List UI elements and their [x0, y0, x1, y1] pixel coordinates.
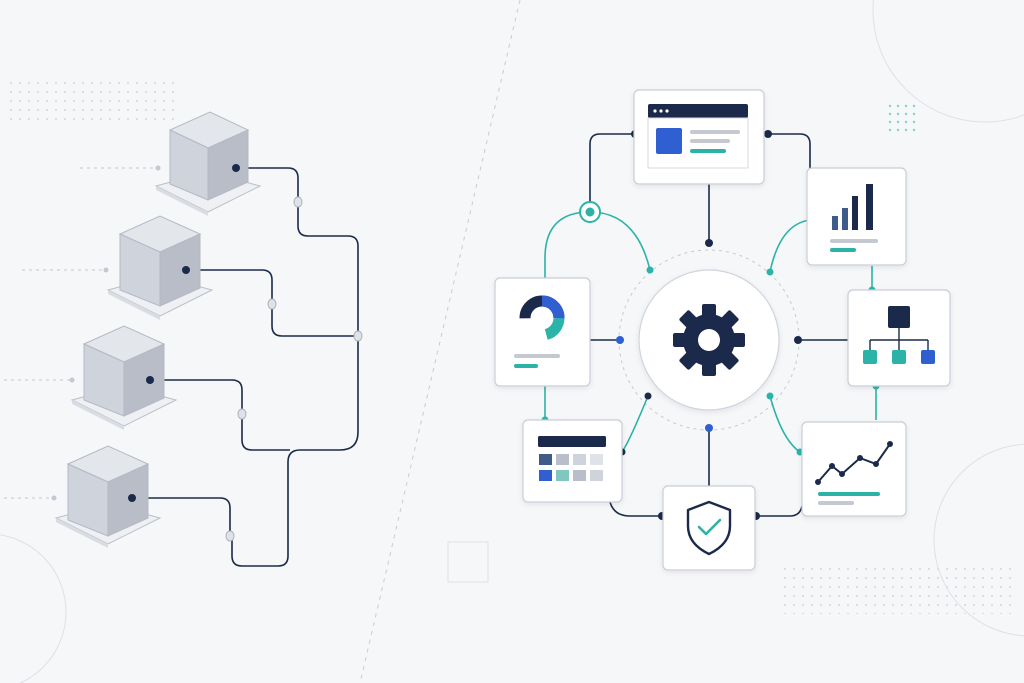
connection-junctions — [225, 196, 363, 542]
donut-chart-icon — [514, 295, 565, 368]
hub — [638, 269, 780, 411]
bar-chart-icon — [830, 184, 878, 252]
deco-circle-bottom-left — [0, 534, 67, 683]
dot-grid-top-left — [4, 76, 176, 124]
card-line-chart — [801, 421, 907, 517]
card-donut-chart — [494, 277, 591, 387]
source-dashes — [4, 167, 156, 499]
teal-junction-node — [579, 201, 601, 223]
browser-window-icon — [647, 104, 749, 169]
card-security — [662, 485, 756, 571]
deco-circle-right — [933, 443, 1024, 637]
gear-icon — [673, 304, 745, 376]
dot-grid-bottom-right — [778, 562, 1014, 614]
line-chart-icon — [815, 441, 893, 505]
card-bar-chart — [806, 167, 907, 266]
shield-check-icon — [686, 500, 732, 556]
data-grid-icon — [538, 436, 606, 481]
source-dots — [51, 165, 161, 501]
deco-square — [447, 541, 489, 583]
source-cube-1 — [154, 111, 262, 216]
source-cube-3 — [70, 325, 178, 430]
card-data-grid — [522, 419, 623, 503]
source-cube-2 — [106, 215, 214, 320]
deco-circle-top-right — [872, 0, 1024, 123]
org-chart-icon — [863, 306, 935, 364]
card-browser — [633, 89, 765, 185]
source-cube-4 — [54, 445, 162, 548]
card-hierarchy — [847, 289, 951, 387]
dot-grid-teal — [884, 102, 918, 136]
